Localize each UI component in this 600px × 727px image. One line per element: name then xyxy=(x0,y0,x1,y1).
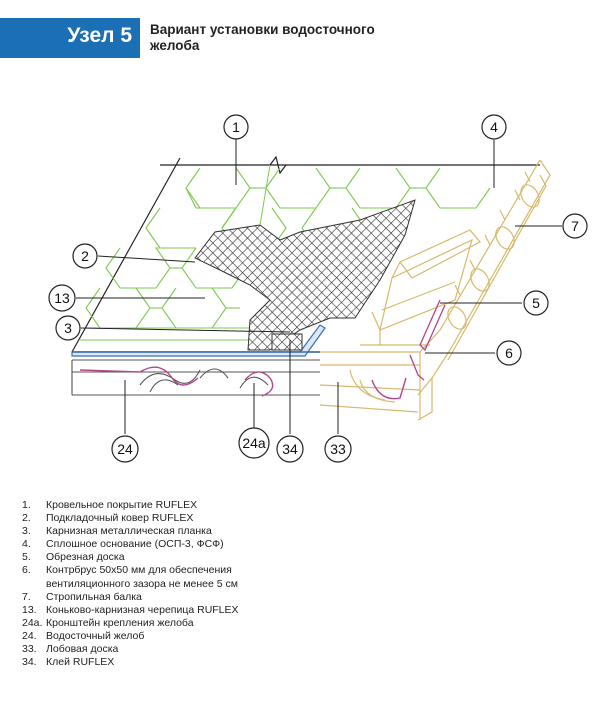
legend-item-text: Кровельное покрытие RUFLEX xyxy=(46,499,198,511)
callout-4: 4 xyxy=(481,114,507,140)
node-badge-label: Узел 5 xyxy=(67,24,132,47)
leader-lines xyxy=(76,138,562,434)
legend-item-number: 33. xyxy=(22,643,37,656)
legend-item-text: Подкладочный ковер RUFLEX xyxy=(46,512,194,525)
callout-24a: 24а xyxy=(238,427,270,459)
legend-item-text: Обрезная доска xyxy=(46,551,125,564)
callout-5-label: 5 xyxy=(532,295,540,311)
callout-3: 3 xyxy=(55,315,81,341)
legend-item-number: 4. xyxy=(22,538,31,551)
legend-item: 3. Карнизная металлическая планка xyxy=(22,525,239,538)
legend-item: 2. Подкладочный ковер RUFLEX xyxy=(22,512,239,525)
underlay-edge xyxy=(259,164,271,226)
callout-13-label: 13 xyxy=(54,290,70,306)
legend-item: вентиляционного зазора не менее 5 см xyxy=(22,578,239,591)
callout-7: 7 xyxy=(562,213,588,239)
legend-item-number: 5. xyxy=(22,551,31,564)
legend: 1. Кровельное покрытие RUFLEX 2. Подкладочн… xyxy=(22,499,239,669)
legend-item-number: 13. xyxy=(22,603,37,616)
gutter-bracket xyxy=(79,366,407,400)
callout-6-label: 6 xyxy=(505,345,513,361)
callout-4-label: 4 xyxy=(490,119,498,135)
node-badge: Узел 5 xyxy=(0,18,140,58)
counter-batten xyxy=(409,299,446,381)
legend-item-number xyxy=(22,578,46,591)
diagram-title: Вариант установки водосточного желоба xyxy=(150,22,410,54)
legend-item-text: Клей RUFLEX xyxy=(46,656,115,669)
legend-item: 5. Обрезная доска xyxy=(22,551,239,564)
callout-2: 2 xyxy=(72,243,98,269)
eaves-metal-strip xyxy=(71,324,326,357)
legend-item: 13. Коньково-карнизная черепица RUFLEX xyxy=(22,604,239,617)
callout-24a-label: 24а xyxy=(242,435,266,451)
legend-item-number: 34. xyxy=(22,656,37,669)
callout-24-label: 24 xyxy=(117,441,133,457)
legend-item-number: 2. xyxy=(22,512,31,525)
diagram-title-line-2: желоба xyxy=(150,38,200,53)
roof-gutter-diagram: 1 4 7 2 13 5 3 6 24 24а 34 33 xyxy=(48,114,588,463)
legend-item-number: 3. xyxy=(22,525,31,538)
callout-7-label: 7 xyxy=(571,218,579,234)
legend-item-number: 6. xyxy=(22,564,31,577)
callout-13: 13 xyxy=(48,284,76,312)
legend-item-text: Карнизная металлическая планка xyxy=(46,525,212,538)
legend-item-text: Контрбрус 50х50 мм для обеспечения xyxy=(46,564,232,577)
callout-2-label: 2 xyxy=(81,248,89,264)
callout-5: 5 xyxy=(523,290,549,316)
legend-item-text: вентиляционного зазора не менее 5 см xyxy=(46,577,238,590)
diagram-title-line-1: Вариант установки водосточного xyxy=(150,22,375,37)
callout-24: 24 xyxy=(111,435,139,463)
legend-item: 24. Водосточный желоб xyxy=(22,630,239,643)
legend-item: 1. Кровельное покрытие RUFLEX xyxy=(22,499,239,512)
callout-34: 34 xyxy=(276,435,304,463)
legend-item: 34. Клей RUFLEX xyxy=(22,656,239,669)
legend-item-number: 1. xyxy=(22,499,31,511)
legend-item: 24а.Кронштейн крепления желоба xyxy=(22,617,239,630)
legend-item-text: Сплошное основание (ОСП-3, ФСФ) xyxy=(46,538,224,551)
legend-item-number: 24а. xyxy=(22,616,43,629)
legend-item-text: Водосточный желоб xyxy=(46,629,145,642)
legend-item-number: 7. xyxy=(22,590,31,603)
underlay-carpet xyxy=(194,199,416,351)
legend-item-text: Лобовая доска xyxy=(46,643,119,656)
callout-34-label: 34 xyxy=(282,441,298,457)
legend-item-text: Коньково-карнизная черепица RUFLEX xyxy=(46,603,239,616)
callout-33: 33 xyxy=(324,435,352,463)
ruflex-glue xyxy=(271,333,303,351)
callout-6: 6 xyxy=(496,340,522,366)
callout-1: 1 xyxy=(223,114,249,140)
legend-item: 7. Стропильная балка xyxy=(22,591,239,604)
callout-33-label: 33 xyxy=(330,441,346,457)
legend-item-text: Кронштейн крепления желоба xyxy=(46,616,194,629)
callout-1-label: 1 xyxy=(232,119,240,135)
legend-item: 6. Контрбрус 50х50 мм для обеспечения xyxy=(22,564,239,577)
gutter xyxy=(71,359,320,396)
legend-item: 33. Лобовая доска xyxy=(22,643,239,656)
legend-item-text: Стропильная балка xyxy=(46,590,142,603)
timber-structure xyxy=(319,159,551,421)
callout-3-label: 3 xyxy=(64,320,72,336)
legend-item: 4. Сплошное основание (ОСП-3, ФСФ) xyxy=(22,538,239,551)
legend-item-number: 24. xyxy=(22,629,37,642)
